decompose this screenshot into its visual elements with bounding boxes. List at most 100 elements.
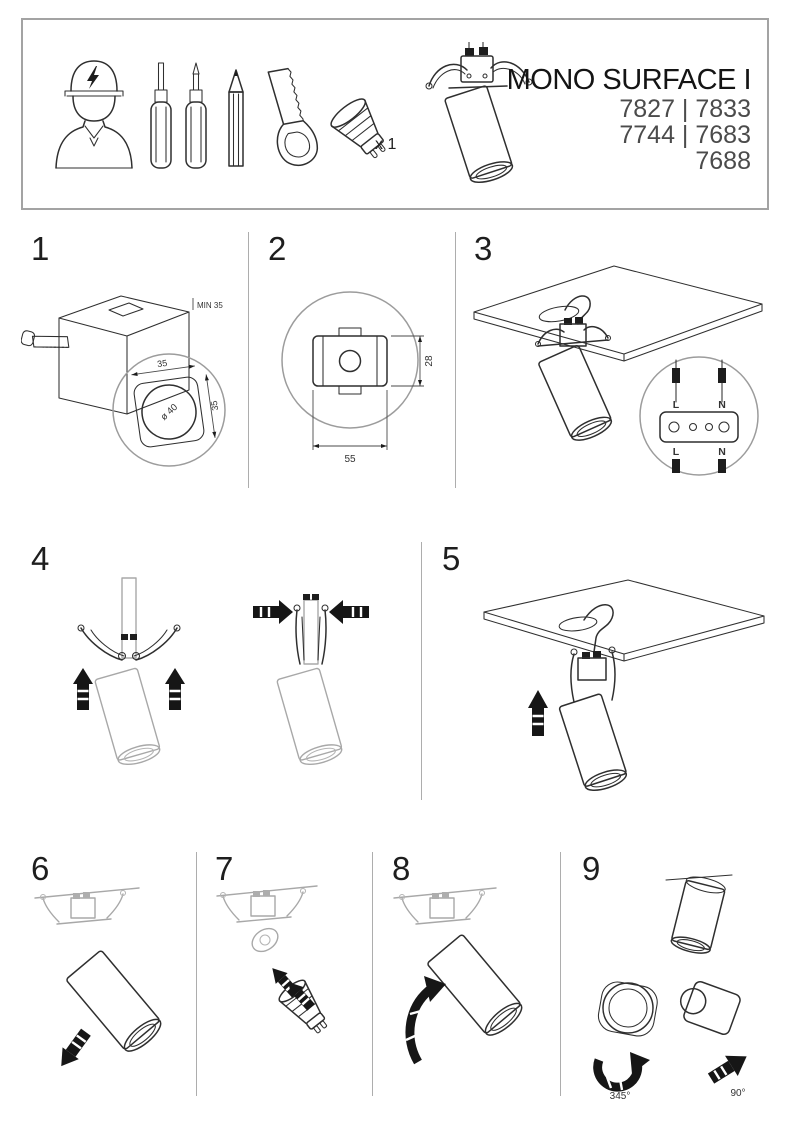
step-6-illustration bbox=[34, 887, 162, 1067]
detail-circle bbox=[639, 356, 759, 476]
push-in-arrow-icon bbox=[253, 600, 293, 624]
step-3-number: 3 bbox=[474, 230, 493, 267]
push-up-arrow-icon bbox=[73, 668, 93, 710]
lamp-body bbox=[66, 950, 162, 1052]
step-1-number: 1 bbox=[31, 230, 50, 267]
wire bbox=[583, 604, 614, 653]
lamp-body bbox=[444, 85, 514, 183]
mounted-bracket-ghost bbox=[216, 885, 318, 953]
handsaw-icon bbox=[267, 67, 319, 167]
column-divider bbox=[560, 852, 561, 1096]
step-9: 9 345° bbox=[572, 848, 770, 1102]
springs-open-view bbox=[73, 577, 185, 766]
column-divider bbox=[455, 232, 456, 488]
step-1-illustration: MIN 35 ø 40 35 35 bbox=[21, 295, 226, 467]
cabinet-box bbox=[58, 295, 190, 415]
lamp-body bbox=[558, 693, 628, 791]
rotation-tilt-label: 90° bbox=[730, 1088, 745, 1099]
phillips-screwdriver-icon bbox=[185, 62, 207, 169]
top-view-tilted bbox=[679, 980, 741, 1036]
pull-down-arrow-icon bbox=[61, 1028, 91, 1067]
electrician-icon bbox=[55, 60, 133, 169]
step-5: 5 bbox=[432, 538, 770, 806]
step-4-illustration bbox=[73, 577, 369, 766]
spring-right-icon bbox=[490, 61, 533, 86]
step-9-illustration: 345° 90° bbox=[593, 874, 747, 1102]
step-2-illustration: 55 28 bbox=[281, 291, 435, 465]
mounted-bracket-ghost bbox=[34, 887, 140, 925]
title-block: MONO SURFACE I 7827 | 7833 7744 | 7683 7… bbox=[506, 64, 752, 175]
step-6: 6 bbox=[21, 848, 189, 1100]
step-8: 8 bbox=[382, 848, 552, 1100]
hole-width-label: 35 bbox=[157, 358, 168, 369]
model-numbers-line-1: 7827 | 7833 bbox=[619, 95, 751, 123]
step-3-illustration: L N L N bbox=[473, 265, 763, 476]
springs-folded-view bbox=[253, 594, 369, 766]
terminal-l-top-label: L bbox=[673, 399, 680, 411]
push-in-arrow-icon bbox=[329, 600, 369, 624]
lamp-body bbox=[538, 345, 613, 441]
insert-arrow-icon bbox=[288, 982, 315, 1011]
rotation-main-label: 345° bbox=[610, 1091, 631, 1102]
step-6-number: 6 bbox=[31, 850, 50, 887]
step-4-number: 4 bbox=[31, 540, 50, 577]
model-numbers-line-3: 7688 bbox=[695, 147, 751, 175]
mounting-plate bbox=[312, 327, 388, 395]
hole-diameter-label: ø 40 bbox=[159, 402, 180, 423]
header-box: x 1 bbox=[21, 18, 769, 210]
terminal-n-bottom-label: N bbox=[718, 446, 726, 458]
step-4: 4 bbox=[21, 538, 411, 806]
terminal-n-top-label: N bbox=[718, 399, 726, 411]
width-label: 55 bbox=[344, 454, 356, 465]
step-1: 1 MIN 35 ø 40 35 bbox=[21, 228, 246, 490]
saw-icon bbox=[21, 330, 70, 348]
ceiling-panel bbox=[483, 579, 765, 662]
mounting-bracket-folded bbox=[570, 646, 616, 703]
terminal-box bbox=[460, 42, 494, 83]
column-divider bbox=[372, 852, 373, 1096]
flat-screwdriver-icon bbox=[150, 62, 172, 169]
pencil-icon bbox=[228, 69, 244, 167]
push-up-arrow-icon bbox=[165, 668, 185, 710]
step-3: 3 bbox=[464, 228, 770, 490]
tilt-90-arrow-icon bbox=[707, 1055, 747, 1084]
step-2-number: 2 bbox=[268, 230, 287, 267]
model-numbers-line-2: 7744 | 7683 bbox=[619, 121, 751, 149]
terminal-block-detail: L N L N bbox=[659, 359, 739, 473]
step-7-number: 7 bbox=[215, 850, 234, 887]
mounting-bracket bbox=[534, 317, 612, 348]
hole-height-label: 35 bbox=[209, 400, 220, 411]
lamp-body bbox=[670, 876, 726, 954]
step-5-number: 5 bbox=[442, 540, 461, 577]
push-up-arrow-icon bbox=[528, 690, 548, 736]
rotate-345-arrow-icon bbox=[593, 1052, 650, 1092]
column-divider bbox=[196, 852, 197, 1096]
hole-detail: ø 40 35 35 bbox=[131, 358, 220, 448]
gu10-bulb-icon bbox=[330, 98, 386, 159]
step-7-illustration bbox=[216, 885, 328, 1034]
detail-circle bbox=[281, 291, 419, 429]
top-view-straight bbox=[597, 981, 658, 1037]
ceiling-panel bbox=[473, 265, 763, 362]
column-divider bbox=[421, 542, 422, 800]
step-5-illustration bbox=[483, 579, 765, 791]
width-dimension: 55 bbox=[312, 390, 388, 465]
detail-circle bbox=[112, 353, 226, 467]
lamp-body bbox=[427, 934, 523, 1036]
attach-curved-arrow-icon bbox=[405, 976, 446, 1065]
mounted-bracket-ghost bbox=[393, 887, 497, 925]
bulb-quantity: x 1 bbox=[375, 136, 397, 153]
column-divider bbox=[248, 232, 249, 488]
spotlight-fixture-icon bbox=[425, 42, 533, 183]
step-8-illustration bbox=[393, 887, 523, 1065]
terminal-l-bottom-label: L bbox=[673, 446, 680, 458]
tools-icons bbox=[150, 62, 244, 169]
height-label: 28 bbox=[424, 355, 435, 367]
product-title: MONO SURFACE I bbox=[506, 64, 752, 96]
height-dimension: 28 bbox=[391, 335, 435, 387]
step-9-number: 9 bbox=[582, 850, 601, 887]
spring-left-icon bbox=[425, 63, 468, 90]
min-depth-label: MIN 35 bbox=[197, 301, 223, 310]
step-8-number: 8 bbox=[392, 850, 411, 887]
